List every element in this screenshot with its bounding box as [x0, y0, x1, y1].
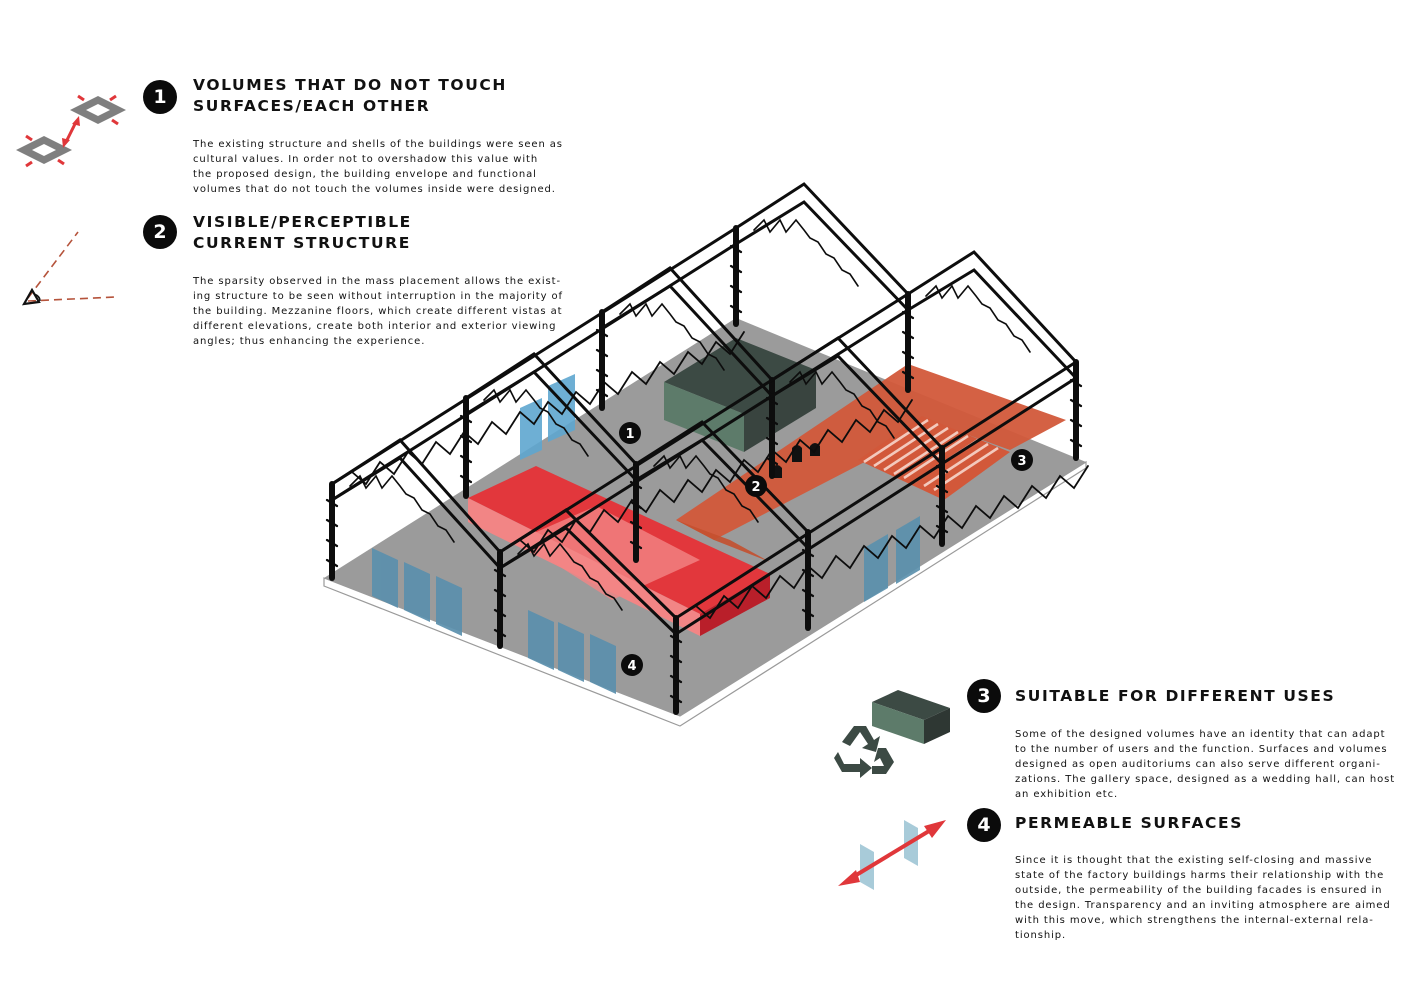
non-touching-volumes-icon — [16, 94, 126, 168]
body-line: the proposed design, the building envelo… — [193, 169, 537, 180]
section-1-title-line: VOLUMES THAT DO NOT TOUCH — [193, 76, 507, 94]
section-2-number-badge: 2 — [143, 215, 177, 249]
body-line: outside, the permeability of the buildin… — [1015, 885, 1383, 896]
body-line: The existing structure and shells of the… — [193, 139, 563, 150]
green-volume-left — [664, 382, 744, 452]
section-3-body: Some of the designed volumes have an ide… — [1015, 727, 1395, 802]
section-1-title: VOLUMES THAT DO NOT TOUCH SURFACES/EACH … — [193, 75, 507, 117]
body-line: different elevations, create both interi… — [193, 321, 557, 332]
body-line: tionship. — [1015, 930, 1067, 941]
body-line: angles; thus enhancing the experience. — [193, 336, 426, 347]
body-line: volumes that do not touch the volumes in… — [193, 184, 556, 195]
section-4-title-line: PERMEABLE SURFACES — [1015, 814, 1243, 832]
section-1-body: The existing structure and shells of the… — [193, 137, 563, 197]
recycle-icon — [834, 726, 894, 778]
section-2-body: The sparsity observed in the mass placem… — [193, 274, 563, 349]
diagram-marker-label: 1 — [625, 427, 634, 442]
glass-panel-back — [520, 398, 542, 460]
section-2-title-line: VISIBLE/PERCEPTIBLE — [193, 213, 412, 231]
section-4-body: Since it is thought that the existing se… — [1015, 853, 1391, 943]
section-3-number-badge: 3 — [967, 679, 1001, 713]
glass-panel-front — [404, 562, 430, 622]
section-2-title-line: CURRENT STRUCTURE — [193, 234, 411, 252]
section-4-number: 4 — [977, 814, 991, 836]
section-1-number-badge: 1 — [143, 80, 177, 114]
section-1-number: 1 — [153, 86, 167, 108]
body-line: Since it is thought that the existing se… — [1015, 855, 1373, 866]
section-2-number: 2 — [153, 221, 167, 243]
glass-panel-front — [558, 622, 584, 682]
green-volume-right — [744, 370, 816, 452]
body-line: ing structure to be seen without interru… — [193, 291, 563, 302]
view-angle-icon — [21, 231, 117, 306]
diagram-marker-label: 4 — [627, 659, 636, 674]
section-3-number: 3 — [977, 685, 991, 707]
container-box-icon — [872, 690, 950, 744]
body-line: The sparsity observed in the mass placem… — [193, 276, 561, 287]
diagram-marker-label: 3 — [1017, 454, 1026, 469]
diagram-marker-4: 4 — [621, 654, 643, 676]
glass-panel-front — [528, 610, 554, 670]
green-volume-top — [664, 338, 816, 414]
section-3-title: SUITABLE FOR DIFFERENT USES — [1015, 686, 1335, 707]
glass-panel-front — [590, 634, 616, 694]
body-line: cultural values. In order not to oversha… — [193, 154, 539, 165]
steel-truss-structure — [325, 182, 1089, 715]
diagram-marker-label: 2 — [751, 480, 760, 495]
body-line: the design. Transparency and an inviting… — [1015, 900, 1391, 911]
section-3-title-line: SUITABLE FOR DIFFERENT USES — [1015, 687, 1336, 705]
orange-mezzanine-lower — [676, 520, 770, 562]
body-line: zations. The gallery space, designed as … — [1015, 774, 1396, 785]
body-line: designed as open auditoriums can also se… — [1015, 759, 1381, 770]
section-4-title: PERMEABLE SURFACES — [1015, 813, 1243, 834]
diagram-marker-2: 2 — [745, 475, 767, 497]
diagram-marker-1: 1 — [619, 422, 641, 444]
body-line: an exhibition etc. — [1015, 789, 1119, 800]
doorway — [792, 445, 802, 462]
section-4-number-badge: 4 — [967, 808, 1001, 842]
glass-panel-front — [436, 576, 462, 636]
body-line: the building. Mezzanine floors, which cr… — [193, 306, 563, 317]
diagram-marker-3: 3 — [1011, 449, 1033, 471]
body-line: to the number of users and the function.… — [1015, 744, 1388, 755]
body-line: state of the factory buildings harms the… — [1015, 870, 1385, 881]
glass-panel-side — [896, 516, 920, 584]
body-line: Some of the designed volumes have an ide… — [1015, 729, 1386, 740]
section-2-title: VISIBLE/PERCEPTIBLE CURRENT STRUCTURE — [193, 212, 412, 254]
section-1-title-line: SURFACES/EACH OTHER — [193, 97, 431, 115]
glass-panel-front — [372, 548, 398, 608]
body-line: with this move, which strengthens the in… — [1015, 915, 1374, 926]
permeable-arrow-icon — [838, 820, 946, 890]
